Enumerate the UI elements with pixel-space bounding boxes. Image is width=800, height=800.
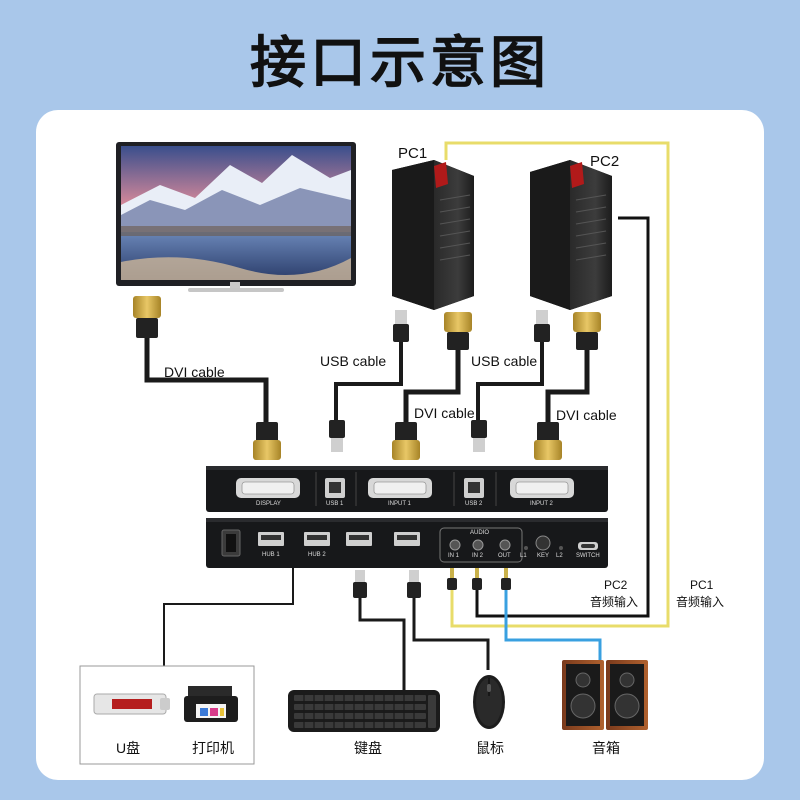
usb-cable-2-label: USB cable [471, 353, 538, 369]
port-label-display: DISPLAY [256, 501, 281, 507]
pc2-dvi-cable [534, 312, 601, 460]
pc2-tower-icon [530, 160, 612, 310]
dvi-cable-2-label: DVI cable [556, 407, 617, 423]
keyboard-label: 键盘 [354, 740, 382, 756]
pc1-tower-icon [392, 160, 474, 310]
audio-jack-pc1 [447, 568, 457, 590]
port-label-hub2: HUB 2 [308, 552, 326, 558]
hub-wire [163, 568, 294, 666]
pc1-usb-cable [329, 310, 409, 452]
port-label-key: KEY [537, 553, 550, 559]
pc1-dvi-cable [392, 312, 472, 460]
dvi-cable-1-label: DVI cable [414, 405, 475, 421]
keyboard-usb-cable [353, 570, 406, 690]
monitor-dvi-cable [133, 296, 281, 460]
pc2-audio-wire [475, 216, 650, 618]
printer-icon [184, 686, 238, 722]
pc2-label: PC2 [590, 153, 620, 170]
port-label-in2: IN 2 [472, 553, 484, 559]
pc1-audio-input-label: 音频输入 [676, 595, 725, 609]
speaker-label: 音箱 [592, 740, 620, 756]
port-label-out: OUT [498, 553, 511, 559]
port-label-audio: AUDIO [470, 530, 490, 536]
pc1-label: PC1 [398, 145, 428, 162]
usb-drive-icon [93, 693, 170, 715]
kvm-back-panel [206, 466, 608, 512]
mouse-label: 鼠标 [476, 740, 504, 756]
port-label-switch: SWITCH [576, 553, 600, 559]
printer-label: 打印机 [192, 740, 234, 756]
pc2-usb-cable [471, 310, 550, 452]
pc2-audio-input-label: 音频输入 [590, 595, 639, 609]
kvm-front-panel [206, 518, 608, 568]
mouse-icon [473, 675, 505, 729]
dvi-cable-left-label: DVI cable [164, 364, 225, 380]
udisk-label: U盘 [116, 740, 141, 756]
port-label-usb2: USB 2 [465, 501, 483, 507]
port-label-input2: INPUT 2 [530, 501, 553, 507]
speakers-icon [562, 660, 648, 730]
page-title: 接口示意图 [250, 31, 550, 96]
port-label-in1: IN 1 [448, 553, 460, 559]
pc2-audio-title: PC2 [604, 578, 628, 592]
mouse-usb-cable [407, 570, 490, 670]
pc1-audio-title: PC1 [690, 578, 714, 592]
port-label-l2: L2 [556, 553, 563, 559]
speaker-audio-wire [504, 588, 602, 660]
keyboard-icon [288, 690, 440, 732]
port-label-input1: INPUT 1 [388, 501, 411, 507]
port-label-usb1: USB 1 [326, 501, 344, 507]
usb-cable-1-label: USB cable [320, 353, 387, 369]
audio-jack-pc2 [472, 568, 482, 590]
port-label-hub1: HUB 1 [262, 552, 280, 558]
audio-jack-speaker [501, 568, 511, 590]
pc1-audio-wire [444, 141, 670, 628]
port-label-l1: L1 [520, 553, 527, 559]
monitor-icon [116, 142, 356, 292]
